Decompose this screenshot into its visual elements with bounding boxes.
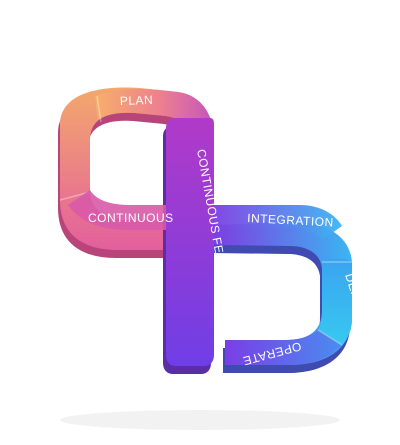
left-loop xyxy=(58,87,214,258)
segment-divider xyxy=(59,191,91,201)
deploy-segment xyxy=(318,258,352,345)
plan-segment xyxy=(95,88,214,140)
label-continuous: CONTINUOUS xyxy=(88,211,174,225)
segment-divider xyxy=(317,329,343,346)
center-band-face xyxy=(166,118,214,366)
label-integration: INTEGRATION xyxy=(247,211,334,230)
right-loop xyxy=(212,222,352,373)
segment-divider xyxy=(96,95,102,123)
center-band xyxy=(163,118,214,374)
right-loop-face xyxy=(214,222,352,365)
label-plan: PLAN xyxy=(120,93,154,108)
ground-shadow xyxy=(60,410,340,430)
operate-segment xyxy=(225,330,342,365)
continuous-segment xyxy=(68,190,166,230)
integration-segment xyxy=(214,205,342,240)
label-build: BUILD xyxy=(36,139,61,179)
